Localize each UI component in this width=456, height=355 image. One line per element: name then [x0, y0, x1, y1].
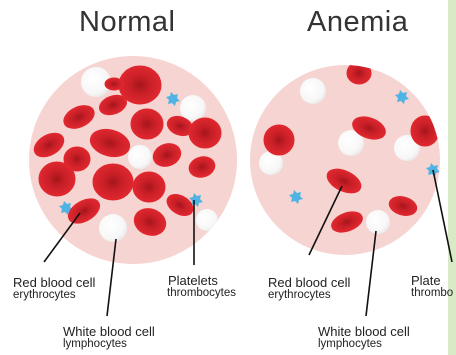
red-cell	[347, 62, 371, 84]
label-anemia-white-sub: lymphocytes	[318, 338, 410, 351]
leader-anemia-platelets	[433, 170, 452, 262]
label-anemia-white-main: White blood cell	[318, 325, 410, 338]
white-cell	[99, 214, 127, 242]
label-anemia-red-main: Red blood cell	[268, 276, 350, 289]
label-normal-white-sub: lymphocytes	[63, 338, 155, 351]
label-anemia-red: Red blood cell erythrocytes	[268, 276, 350, 302]
red-cell	[411, 116, 439, 146]
red-cell	[264, 125, 294, 155]
white-cell	[300, 78, 326, 104]
red-cell	[105, 78, 123, 90]
label-normal-white-main: White blood cell	[63, 325, 155, 338]
label-anemia-platelets: Plate thrombo	[411, 274, 453, 300]
label-normal-platelets-main: Platelets	[168, 274, 236, 287]
label-anemia-white: White blood cell lymphocytes	[318, 325, 410, 351]
label-anemia-platelets-main: Plate	[411, 274, 453, 287]
label-normal-red-main: Red blood cell	[13, 276, 95, 289]
white-cell	[180, 95, 206, 121]
red-cell	[39, 162, 75, 196]
label-normal-red-sub: erythrocytes	[13, 289, 95, 302]
label-normal-platelets: Platelets thrombocytes	[167, 274, 236, 300]
red-cell	[131, 109, 163, 139]
white-cell	[128, 145, 152, 169]
label-normal-red: Red blood cell erythrocytes	[13, 276, 95, 302]
label-anemia-platelets-sub: thrombo	[411, 287, 453, 300]
red-cell	[133, 172, 165, 202]
label-normal-white: White blood cell lymphocytes	[63, 325, 155, 351]
white-cell	[366, 210, 390, 234]
label-anemia-red-sub: erythrocytes	[268, 289, 350, 302]
red-cell	[189, 118, 221, 148]
label-normal-platelets-sub: thrombocytes	[167, 287, 236, 300]
white-cell	[196, 209, 218, 231]
red-cell	[93, 164, 133, 200]
